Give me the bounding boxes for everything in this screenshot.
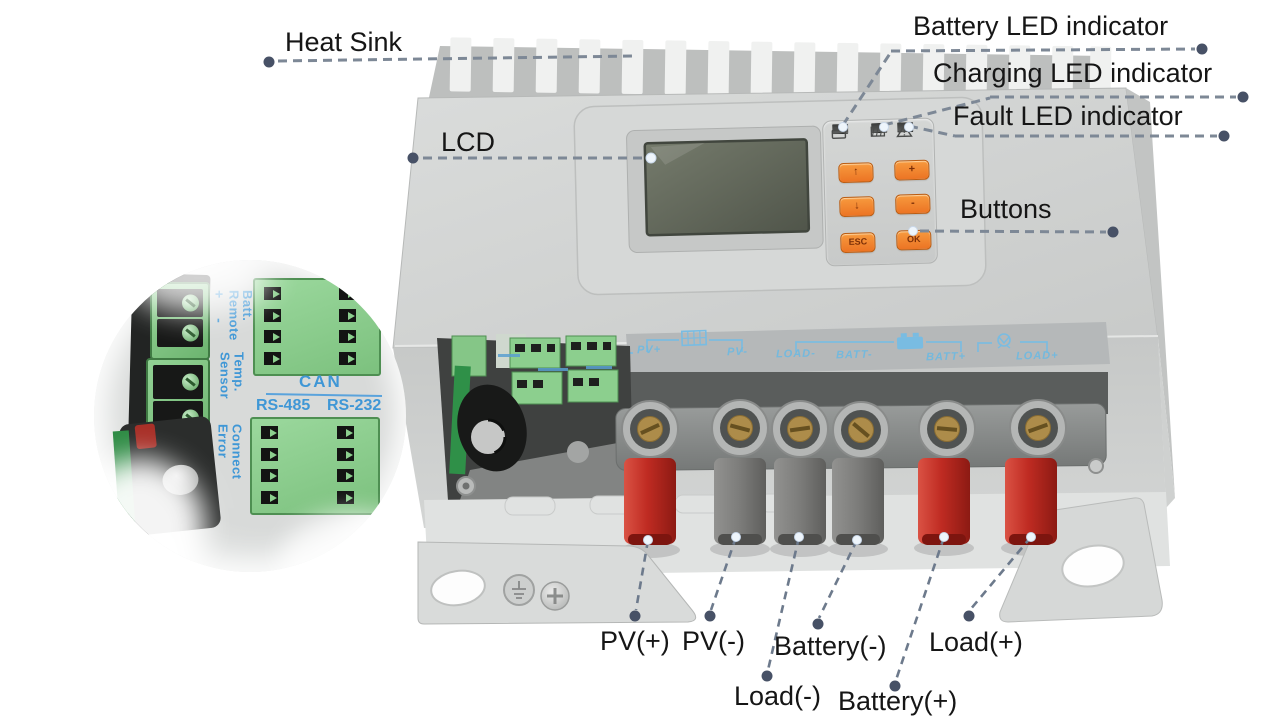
mounting-bracket-left — [417, 541, 697, 625]
lcd-screen — [643, 138, 811, 237]
battery-led — [830, 123, 850, 139]
callout-terminal-load-minus: Load(-) — [734, 681, 822, 711]
terminal-sleeve-battery-plus — [918, 458, 970, 545]
keypad-button-down: ↓ — [839, 196, 875, 218]
jumper-component — [134, 423, 157, 450]
charging-icon — [870, 126, 886, 137]
temp-label-line: Temp. — [231, 352, 247, 392]
pin-cell — [264, 330, 281, 343]
temp-sensor-label: Temp. Sensor — [217, 352, 247, 414]
pin-cell — [339, 330, 356, 343]
pin-cell — [261, 447, 278, 461]
callout-heat-sink: Heat Sink — [285, 27, 403, 57]
callout-charging-led: Charging LED indicator — [933, 58, 1213, 88]
connector-port — [153, 365, 203, 399]
terminal-sleeve-battery-minus — [832, 458, 884, 545]
warning-icon — [896, 124, 913, 138]
inset-circle: Batt. Remote + - Temp. Sensor Connect Er… — [94, 260, 406, 572]
callout-terminal-battery-plus: Battery(+) — [838, 686, 958, 716]
solar-panel-icon — [680, 329, 708, 347]
silkscreen-batt-minus: BATT- — [835, 348, 873, 362]
keypad-button-esc: ESC — [840, 232, 876, 254]
pin-cell — [337, 426, 354, 439]
pin-cell — [339, 287, 356, 300]
terminal-screw — [711, 399, 769, 457]
callout-buttons: Buttons — [960, 194, 1052, 224]
callout-terminal-battery-minus: Battery(-) — [774, 631, 887, 661]
pin-cell — [261, 469, 278, 482]
can-label: CAN — [299, 372, 342, 391]
silkscreen-pv-plus: PV+ — [636, 343, 662, 357]
fault-led — [895, 122, 915, 138]
pin-cell — [261, 490, 278, 504]
connect-error-label: Connect Error — [215, 424, 245, 490]
terminal-screws — [621, 399, 1067, 459]
rs485-label: RS-485 — [256, 397, 311, 414]
silkscreen-batt-plus: BATT+ — [925, 350, 967, 364]
terminal-sleeve-pv-minus — [714, 458, 766, 545]
terminal-sleeve-pv-plus — [624, 458, 676, 545]
connect-label-line: Connect — [229, 424, 245, 480]
blur-highlight — [280, 512, 406, 572]
terminal-sleeve-load-plus — [1005, 458, 1057, 545]
keypad-button-ok: OK — [896, 229, 932, 251]
charging-led — [869, 122, 889, 137]
screw-pin — [182, 324, 199, 342]
mounting-screw — [540, 581, 570, 611]
pin-cell — [337, 490, 354, 504]
keypad-button-plus: + — [894, 159, 930, 181]
keypad-panel: ↑ + ↓ - ESC OK — [821, 117, 939, 267]
silkscreen-load-minus: LOAD- — [775, 347, 816, 361]
terminal-screw — [771, 400, 829, 458]
silkscreen-load-plus: LOAD+ — [1015, 349, 1059, 363]
pin-cell — [264, 287, 281, 300]
mounting-slot-right — [1061, 544, 1125, 588]
screw-pin — [182, 373, 199, 391]
callout-lcd: LCD — [441, 127, 496, 157]
rs-terminal-block — [250, 417, 380, 515]
pin-cell — [264, 351, 281, 365]
callout-battery-led: Battery LED indicator — [913, 11, 1169, 41]
pin-cell — [264, 308, 281, 322]
can-terminal-block — [253, 278, 381, 376]
pin-cell — [339, 308, 356, 322]
pin-cell — [339, 351, 356, 365]
connect-label-line: Error — [215, 424, 231, 459]
callout-fault-led: Fault LED indicator — [953, 101, 1183, 131]
terminal-screw — [832, 401, 890, 459]
mounting-slot-left — [430, 569, 486, 607]
silkscreen-strip — [612, 322, 1110, 376]
pin-cell — [337, 469, 354, 482]
rs232-label: RS-232 — [327, 397, 382, 414]
battery-icon — [831, 127, 847, 139]
terminal-sleeve-load-minus — [774, 458, 826, 545]
battery-symbol-icon — [896, 332, 924, 350]
pin-cell — [261, 426, 278, 439]
device-right-side — [1126, 88, 1175, 508]
case-screw-hole — [1088, 458, 1104, 474]
ground-symbol — [503, 574, 535, 606]
callout-terminal-pv-minus: PV(-) — [682, 626, 745, 656]
lamp-icon — [997, 333, 1011, 349]
keypad-button-up: ↑ — [838, 162, 874, 184]
pin-cell — [337, 447, 354, 461]
temp-label-line: Sensor — [217, 352, 233, 400]
terminal-screw — [1009, 399, 1067, 457]
keypad-button-minus: - — [895, 193, 931, 215]
callout-terminal-pv-plus: PV(+) — [600, 626, 670, 656]
callout-terminal-load-plus: Load(+) — [929, 627, 1023, 657]
silkscreen-pv-minus: PV- — [726, 345, 749, 359]
terminal-screw — [621, 400, 679, 458]
connector-port — [157, 319, 203, 347]
terminal-screw — [918, 400, 976, 458]
